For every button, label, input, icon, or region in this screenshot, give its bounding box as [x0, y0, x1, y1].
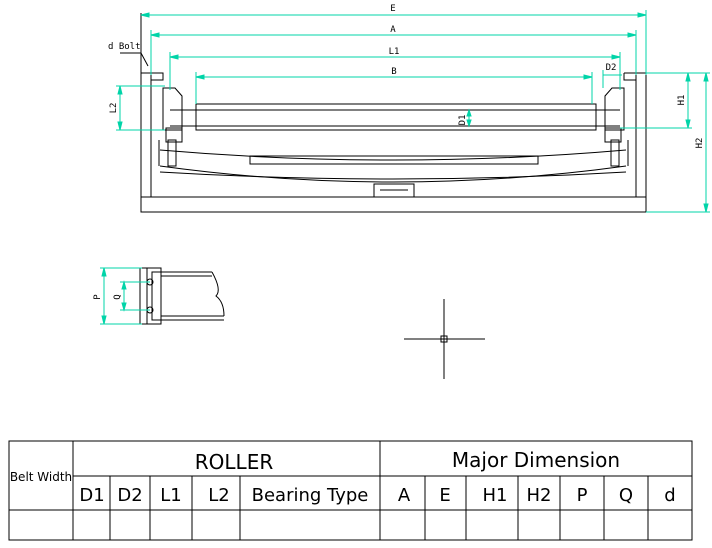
table-col-D2: D2 — [117, 485, 142, 506]
table-col-A: A — [398, 485, 411, 506]
return-roller-mid-arc — [159, 165, 627, 183]
right-bearing — [604, 127, 622, 143]
frame-outline — [140, 13, 647, 213]
bolt-label: d Bolt — [108, 42, 141, 52]
table-belt-width-header: Belt Width — [10, 470, 72, 484]
side-view-dimensions — [100, 267, 150, 325]
return-roller-bottom-arc — [159, 171, 627, 180]
table-major-dimension-header: Major Dimension — [452, 448, 620, 472]
cad-crosshair-icon — [404, 299, 485, 379]
table-col-d: d — [664, 485, 675, 506]
return-roller-tube — [249, 155, 539, 165]
front-view — [140, 13, 647, 213]
dim-A-label: A — [390, 25, 396, 35]
bolt-leader — [120, 52, 149, 67]
left-bolt-bracket — [141, 72, 164, 81]
side-view — [139, 267, 225, 325]
table-col-H1: H1 — [483, 485, 508, 506]
center-support — [373, 183, 415, 198]
dim-D2-label: D2 — [606, 63, 617, 73]
side-plate — [139, 267, 162, 325]
table-col-L2: L2 — [208, 485, 229, 506]
right-shaft — [610, 139, 620, 167]
dim-E-label: E — [390, 4, 395, 14]
table-col-E: E — [439, 485, 450, 506]
table-col-P: P — [577, 485, 588, 506]
dim-H1-label: H1 — [677, 95, 687, 106]
dim-H2-label: H2 — [695, 138, 705, 149]
right-bolt-bracket — [623, 72, 646, 81]
table-col-L1: L1 — [160, 485, 181, 506]
table-outline — [8, 440, 693, 541]
table-col-Q: Q — [619, 485, 633, 506]
front-view-dimensions — [116, 10, 710, 213]
dimension-table — [8, 440, 693, 541]
dim-D1-label: D1 — [458, 115, 468, 126]
return-roller-top-arc — [159, 149, 627, 161]
roller-body — [195, 103, 597, 131]
side-plate-inner — [151, 271, 162, 321]
table-col-D1: D1 — [79, 485, 104, 506]
left-end-cap — [162, 87, 183, 131]
table-col-H2: H2 — [527, 485, 552, 506]
table-roller-header: ROLLER — [195, 450, 274, 474]
side-channel — [161, 271, 225, 321]
left-shaft — [167, 139, 177, 167]
dim-L2-label: L2 — [109, 103, 119, 114]
dim-L1-label: L1 — [389, 47, 400, 57]
dim-P-label: P — [93, 294, 103, 300]
table-col-bearing-type: Bearing Type — [252, 485, 369, 506]
dim-B-label: B — [391, 67, 396, 77]
dim-Q-label: Q — [113, 294, 123, 299]
right-end-cap — [604, 87, 625, 131]
left-bearing — [165, 127, 183, 143]
